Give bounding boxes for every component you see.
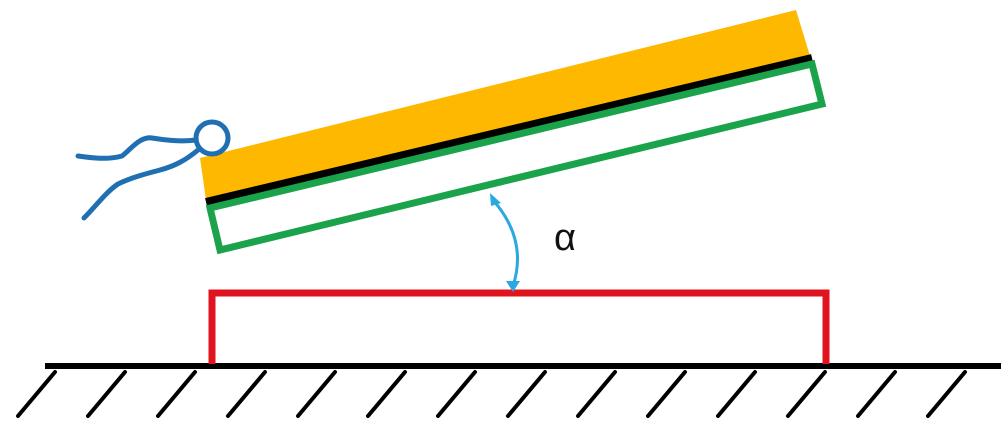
board-top-yellow	[200, 10, 810, 200]
board-green-frame	[205, 59, 827, 255]
ground-hatching	[16, 370, 967, 418]
angle-label: α	[554, 217, 576, 259]
board-black-edge	[205, 54, 813, 206]
base-frame	[208, 289, 830, 364]
angle-arrowhead-top	[490, 193, 501, 206]
person-body-lower	[81, 147, 201, 221]
angle-arc	[491, 199, 519, 287]
swimmer-figure-icon	[75, 119, 231, 221]
double-headed-arc-arrow-icon	[490, 193, 520, 292]
angle-arrowhead-bottom	[506, 281, 520, 292]
person-head	[193, 119, 231, 157]
inclined-board	[200, 10, 827, 255]
person-body-upper	[75, 135, 199, 161]
ground	[16, 363, 1001, 418]
